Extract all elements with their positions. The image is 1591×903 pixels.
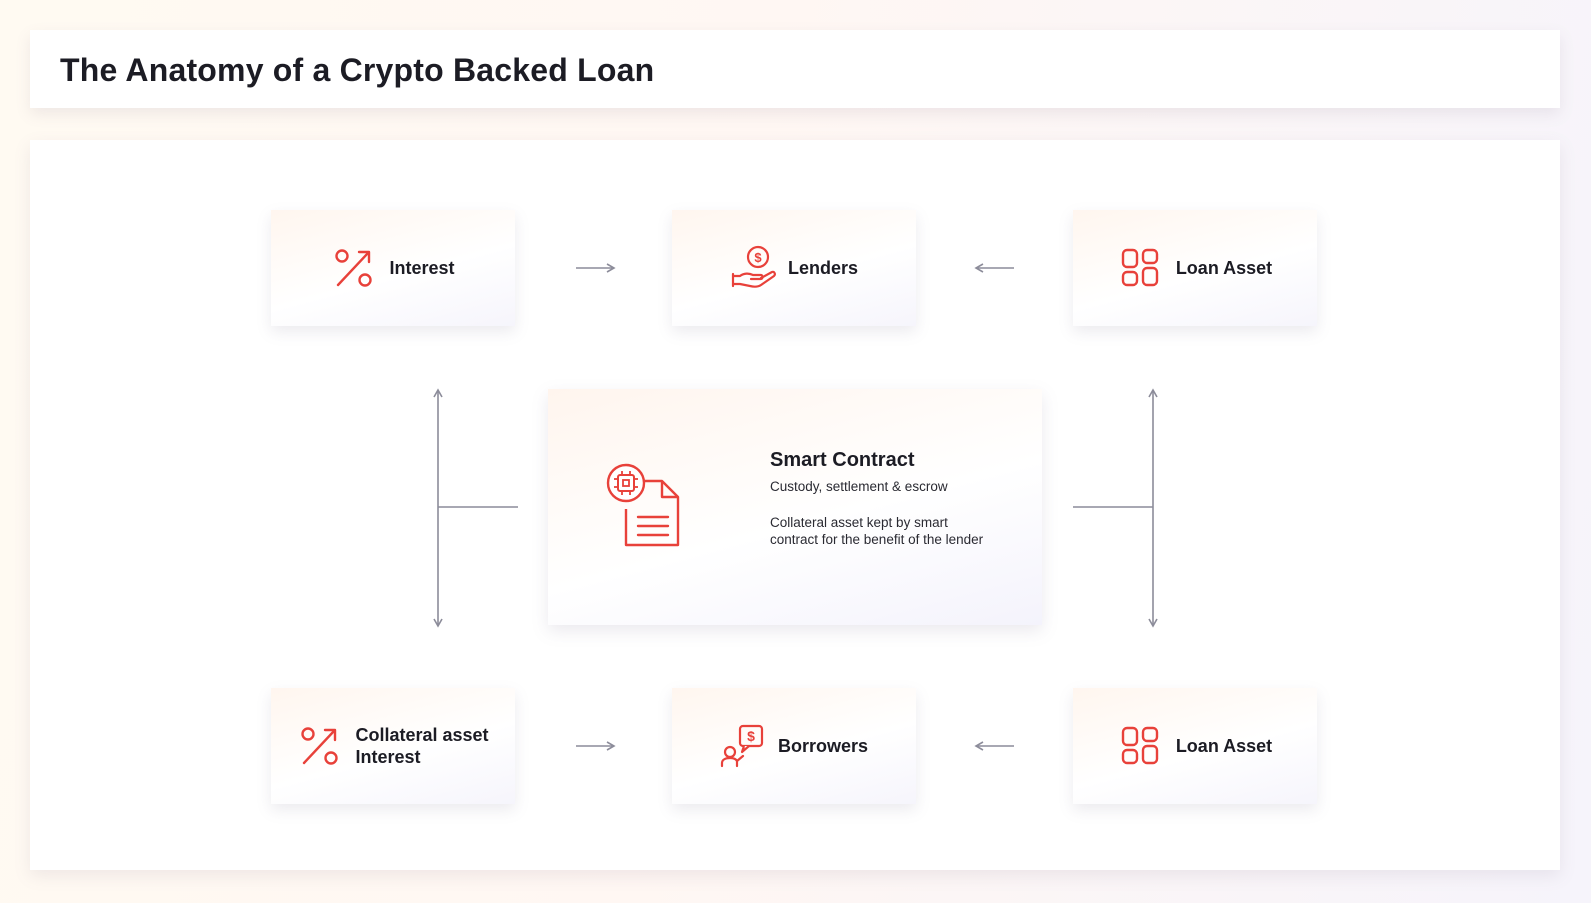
node-collateral-line2: Interest: [355, 747, 421, 767]
svg-text:$: $: [747, 728, 755, 744]
grid-icon: [1121, 248, 1159, 287]
node-borrowers-label: Borrowers: [777, 736, 869, 756]
percent-icon: [301, 727, 339, 765]
title-card: The Anatomy of a Crypto Backed Loan: [30, 30, 1560, 108]
grid-icon: [1121, 726, 1159, 765]
node-lenders: $ Lenders: [672, 210, 916, 326]
node-collateral-interest: Collateral asset Interest: [271, 688, 515, 804]
smart-contract-subtitle: Custody, settlement & escrow: [770, 479, 948, 494]
node-loan-asset-bottom-label: Loan Asset: [1175, 736, 1273, 756]
page-title: The Anatomy of a Crypto Backed Loan: [60, 52, 655, 88]
chip-document-icon: [606, 463, 680, 547]
node-smart-contract: Smart Contract Custody, settlement & esc…: [548, 389, 1042, 625]
node-collateral-interest-label: Collateral asset Interest: [355, 724, 488, 768]
node-loan-asset-top-label: Loan Asset: [1175, 258, 1273, 278]
svg-text:$: $: [754, 250, 762, 265]
node-lenders-label: Lenders: [787, 258, 859, 278]
node-interest-label: Interest: [389, 258, 455, 278]
node-borrowers: $ Borrowers: [672, 688, 916, 804]
hand-coin-icon: $: [731, 245, 776, 288]
node-collateral-line1: Collateral asset: [355, 725, 489, 745]
person-dollar-icon: $: [720, 724, 764, 768]
smart-contract-title: Smart Contract: [770, 449, 915, 471]
node-loan-asset-top: Loan Asset: [1073, 210, 1317, 326]
node-interest: Interest: [271, 210, 515, 326]
smart-contract-description: Collateral asset kept by smart contract …: [770, 515, 984, 547]
node-loan-asset-bottom: Loan Asset: [1073, 688, 1317, 804]
percent-icon: [335, 249, 373, 287]
